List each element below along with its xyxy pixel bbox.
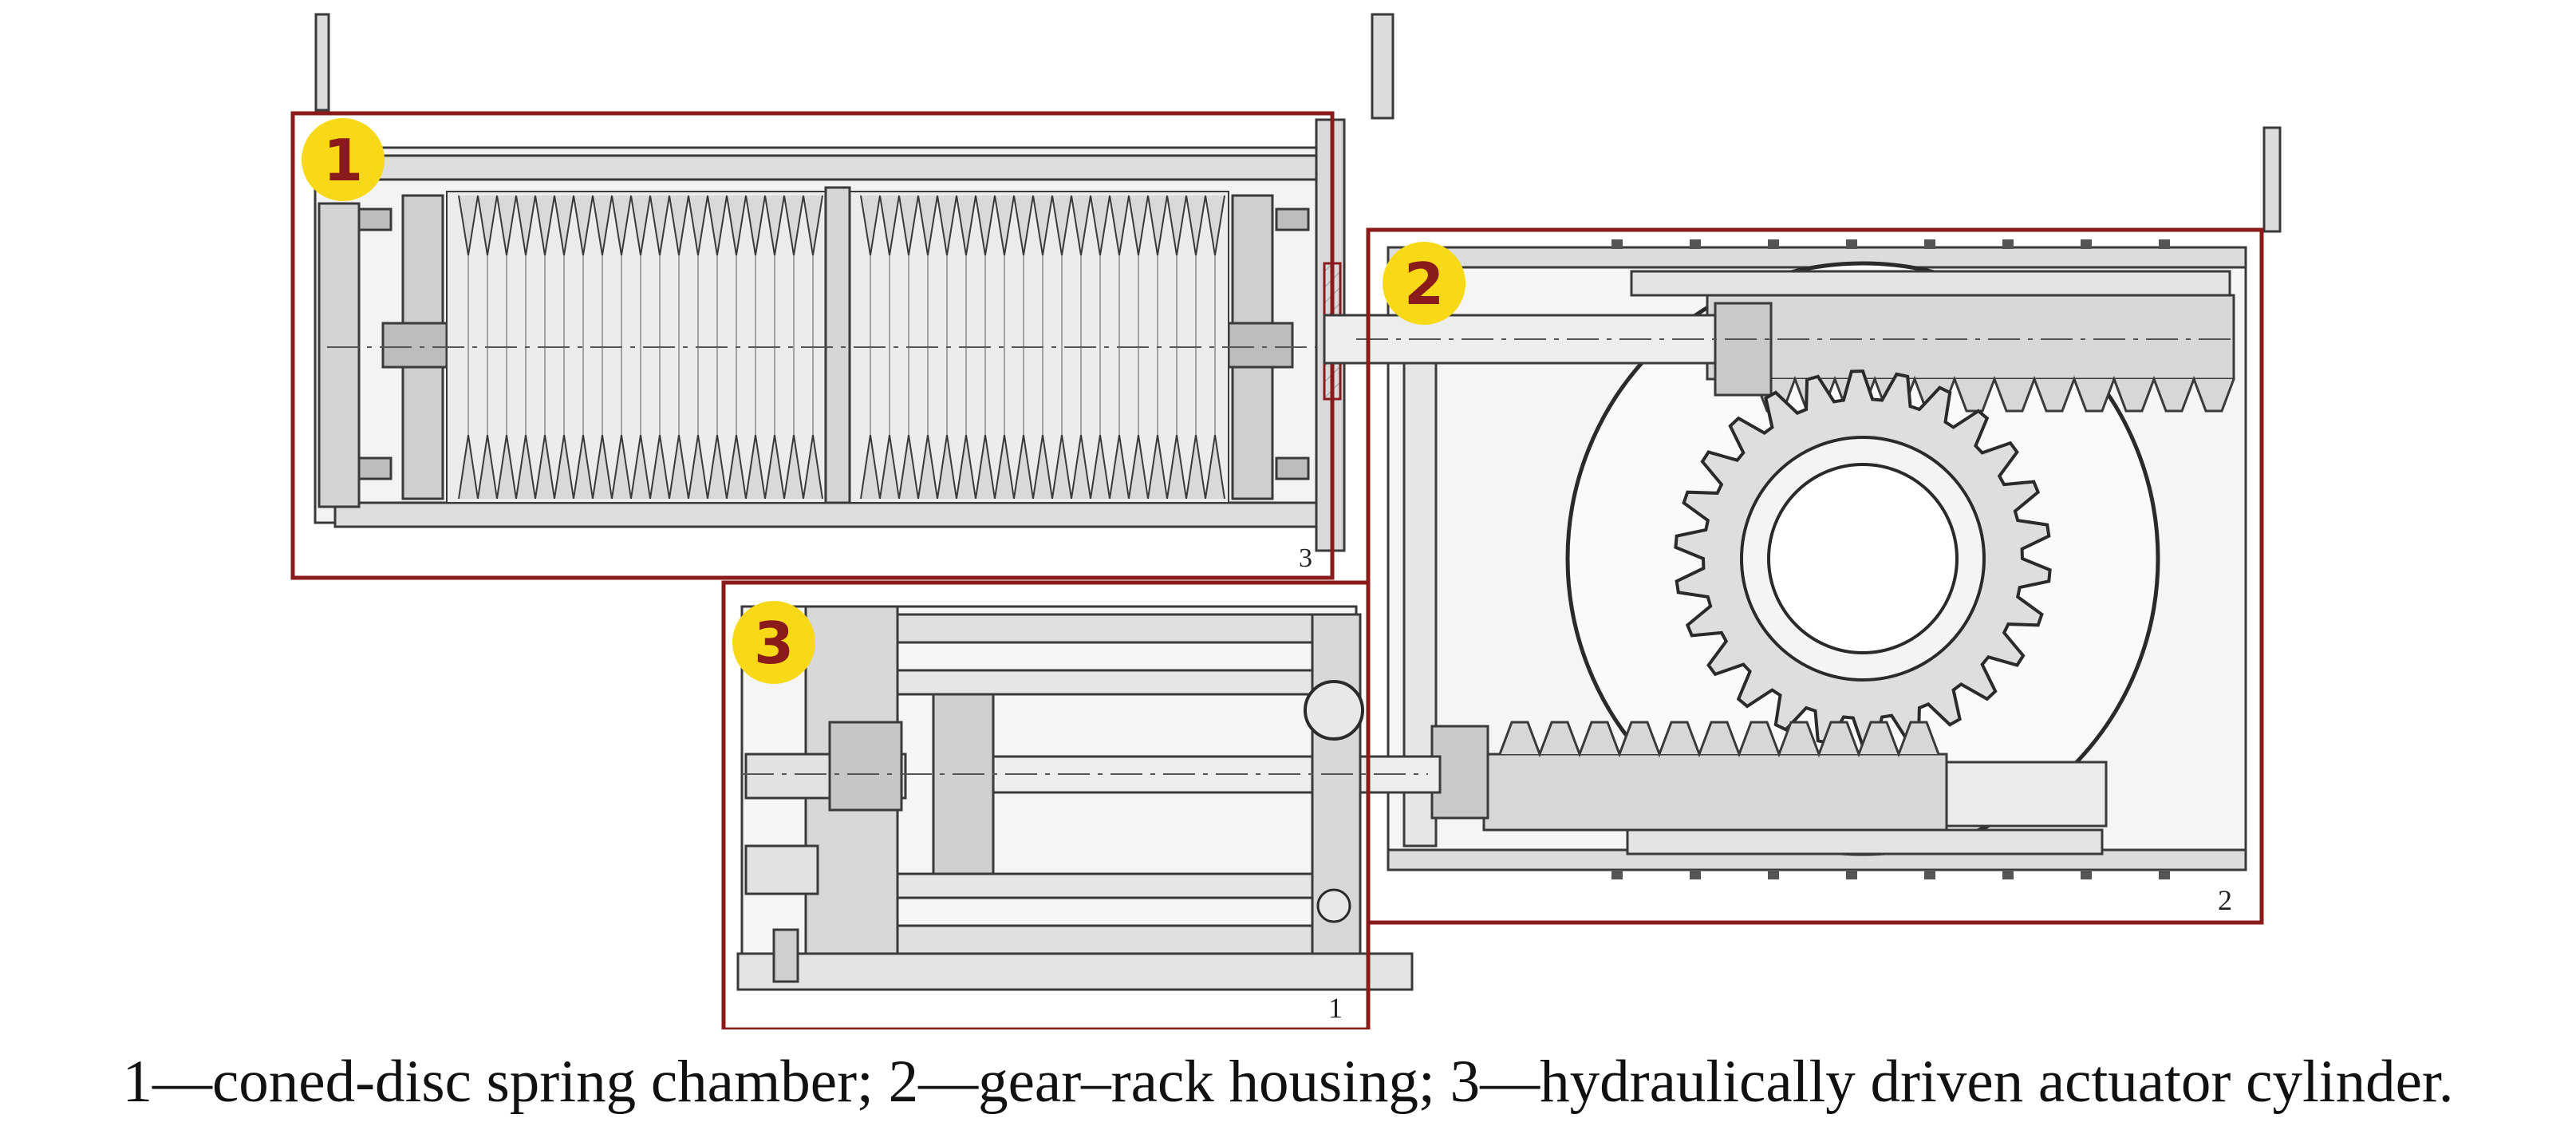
upper-rack-bar bbox=[1706, 294, 2235, 381]
lower-rack-guide bbox=[1626, 828, 2104, 855]
lower-rack-slide bbox=[1945, 761, 2108, 828]
port-fitting-upper bbox=[1304, 680, 1364, 741]
mounting-base bbox=[736, 952, 1414, 991]
housing-bolts-top bbox=[1611, 239, 2170, 249]
disc-spring-stack bbox=[458, 195, 1225, 500]
bolt-head bbox=[2081, 239, 2092, 249]
cylinder-outline bbox=[721, 580, 1371, 1029]
lifting-lug-middle bbox=[1371, 13, 1395, 120]
coned-disc-spring-chamber: 3 bbox=[290, 13, 1395, 580]
rod-eye-block bbox=[828, 721, 903, 812]
cylinder-top-tie bbox=[896, 613, 1314, 644]
lower-rack-teeth bbox=[1498, 721, 1940, 758]
gear-rack-housing: 2 bbox=[1323, 126, 2282, 925]
bolt-head bbox=[1924, 870, 1935, 879]
bolt bbox=[1275, 207, 1310, 231]
figure-caption: 1—coned-disc spring chamber; 2—gear–rack… bbox=[122, 1049, 2454, 1115]
grease-nipple bbox=[772, 928, 799, 983]
guide-pin-left bbox=[381, 322, 448, 369]
bolt-head bbox=[1611, 870, 1623, 879]
lifting-lug-right bbox=[2262, 126, 2282, 233]
port-fitting-lower bbox=[1316, 888, 1351, 923]
bolt-head bbox=[1924, 239, 1935, 249]
bottom-tie-bar bbox=[333, 501, 1326, 528]
gear-bore bbox=[1767, 463, 1959, 654]
piston-head bbox=[932, 693, 995, 875]
bolt-head bbox=[1690, 870, 1701, 879]
part-mark-gear: 2 bbox=[2218, 884, 2232, 916]
callout-badge bbox=[302, 118, 385, 201]
bolt-head bbox=[1846, 239, 1857, 249]
callout-1: 1 bbox=[302, 118, 385, 201]
left-end-plate bbox=[318, 202, 361, 508]
housing-top-plate bbox=[1387, 246, 2247, 269]
rod-end-lower bbox=[1430, 725, 1489, 820]
gear-housing-outline bbox=[1366, 227, 2264, 925]
bolt-head bbox=[1768, 870, 1779, 879]
bolt-head bbox=[2159, 239, 2170, 249]
central-separator bbox=[824, 186, 851, 504]
bolt bbox=[357, 207, 393, 231]
bolt-head bbox=[1846, 870, 1857, 879]
callout-number: 3 bbox=[754, 610, 794, 677]
bolt-head bbox=[2002, 870, 2014, 879]
upper-rack-guide bbox=[1630, 270, 2231, 297]
callout-number: 2 bbox=[1404, 251, 1444, 318]
assembly-drawing: 3 2 bbox=[290, 13, 2282, 1029]
part-mark-spring: 3 bbox=[1299, 543, 1312, 573]
lower-rack-bar bbox=[1482, 753, 1948, 832]
housing-bolts-bottom bbox=[1611, 870, 2170, 879]
callout-3: 3 bbox=[732, 601, 815, 684]
clevis-lower bbox=[744, 844, 819, 895]
cylinder-barrel-top bbox=[896, 669, 1314, 696]
callout-badge bbox=[732, 601, 815, 684]
lifting-lug-left bbox=[314, 13, 330, 112]
guide-pin-right bbox=[1227, 322, 1294, 369]
hydraulic-actuator-cylinder: 1 bbox=[721, 580, 1442, 1029]
cylinder-barrel-bottom bbox=[896, 872, 1314, 899]
bolt bbox=[357, 456, 393, 480]
top-tie-bar bbox=[333, 154, 1326, 181]
bolt-head bbox=[2159, 870, 2170, 879]
bolt bbox=[1275, 456, 1310, 480]
callout-2: 2 bbox=[1383, 242, 1466, 325]
housing-left-wall bbox=[1402, 270, 1438, 848]
bolt-head bbox=[2081, 870, 2092, 879]
bolt-head bbox=[1690, 239, 1701, 249]
bolt-head bbox=[1768, 239, 1779, 249]
callout-badge bbox=[1383, 242, 1466, 325]
callout-number: 1 bbox=[323, 127, 363, 194]
bolt-head bbox=[2002, 239, 2014, 249]
bolt-head bbox=[1611, 239, 1623, 249]
cylinder-bottom-tie bbox=[896, 924, 1314, 955]
rod-end-upper bbox=[1714, 302, 1773, 397]
part-mark-cylinder: 1 bbox=[1328, 992, 1343, 1024]
